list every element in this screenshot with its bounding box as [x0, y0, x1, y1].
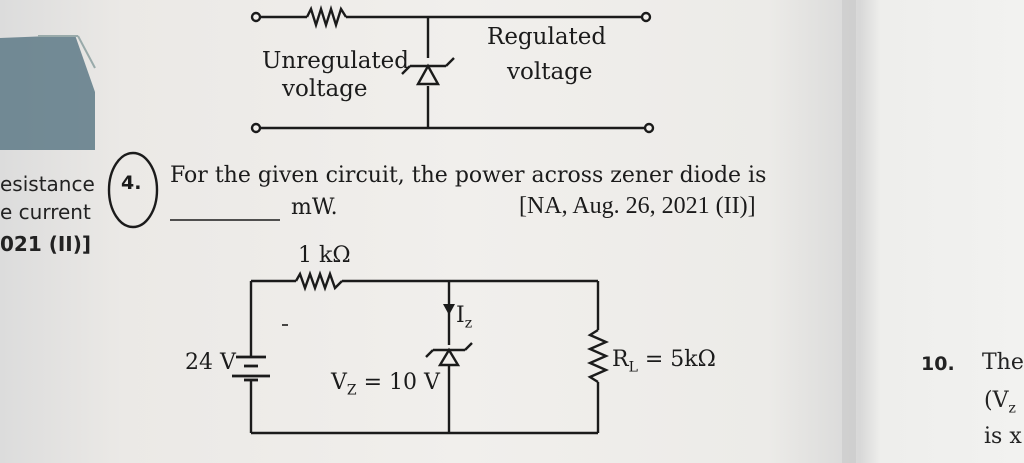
zener-voltage-label: VZ = 10 V	[331, 370, 440, 398]
answer-unit: mW.	[291, 195, 338, 220]
unregulated-label-2: voltage	[282, 76, 368, 102]
unregulated-label: Unregulated	[262, 48, 409, 74]
load-resistor-subscript: L	[628, 359, 638, 376]
next-question-text-3: is x	[984, 424, 1022, 449]
question-number: 4.	[121, 172, 142, 194]
regulated-label: Regulated	[487, 24, 607, 50]
next-question-symbol: (V	[984, 388, 1009, 413]
zener-current-label: Iz	[456, 303, 472, 331]
source-voltage-label: 24 V	[185, 350, 236, 375]
next-question-text-1: The	[982, 350, 1024, 375]
series-resistor-label: 1 kΩ	[298, 243, 351, 268]
next-question-number: 10.	[921, 353, 955, 375]
zener-voltage-symbol: V	[331, 370, 347, 395]
next-question-text-2: (Vz	[984, 388, 1016, 416]
load-resistor-value: = 5kΩ	[637, 347, 716, 372]
zener-current-subscript: z	[464, 315, 473, 332]
load-resistor-symbol: R	[612, 347, 629, 372]
zener-current-symbol: I	[456, 303, 465, 328]
question-source: [NA, Aug. 26, 2021 (II)]	[519, 193, 756, 219]
margin-text-3: 021 (II)]	[0, 232, 92, 256]
regulated-label-2: voltage	[507, 59, 593, 85]
question-text: For the given circuit, the power across …	[170, 163, 767, 188]
margin-text-1: esistance	[0, 172, 95, 196]
load-resistor-label: RL = 5kΩ	[612, 347, 716, 375]
next-question-subscript: z	[1008, 400, 1016, 417]
zener-voltage-subscript: Z	[346, 382, 357, 399]
margin-text-2: e current	[0, 200, 91, 224]
zener-voltage-value: = 10 V	[356, 370, 440, 395]
